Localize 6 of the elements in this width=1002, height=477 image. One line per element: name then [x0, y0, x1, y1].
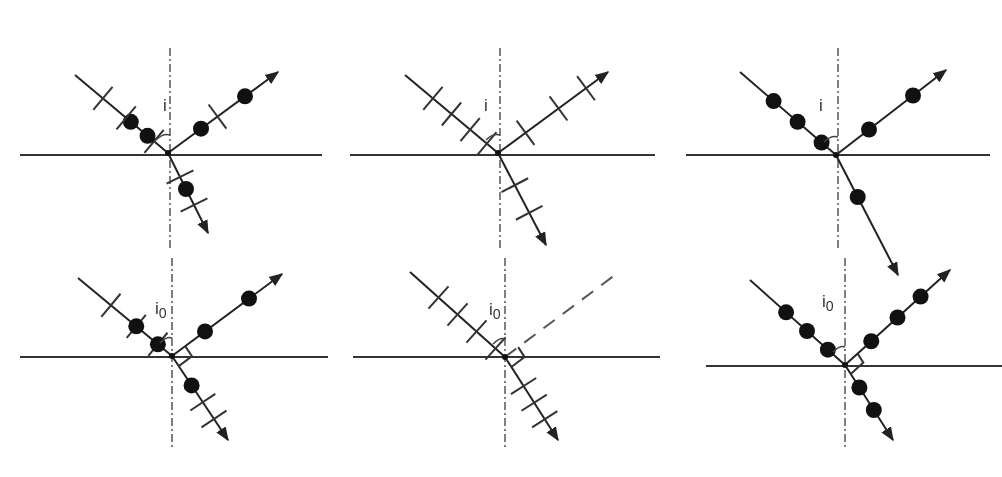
angle-label: i$_{0}$: [489, 301, 501, 322]
angle-label: i: [163, 97, 167, 114]
angle-label: i: [484, 97, 488, 114]
angle-label: i$_{0}$: [155, 300, 167, 321]
angle-label: i$_{0}$: [822, 293, 834, 314]
angle-label: i: [819, 97, 823, 114]
